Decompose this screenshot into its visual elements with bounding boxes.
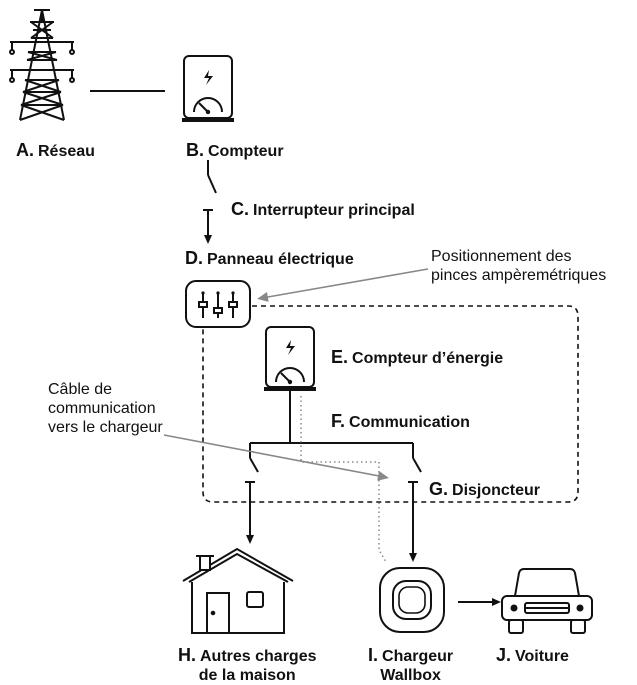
label-interrupteur: C.Interrupteur principal [231, 199, 415, 220]
main-switch-icon [203, 160, 217, 244]
label-communication: F.Communication [331, 411, 470, 432]
label-compteur-energie: E.Compteur d’énergie [331, 347, 504, 368]
house-icon [182, 547, 294, 634]
energy-meter-icon [264, 326, 316, 391]
label-reseau: A.Réseau [16, 140, 95, 161]
label-voiture: J.Voiture [496, 645, 569, 666]
pylon-icon [9, 9, 75, 121]
wallbox-icon [379, 567, 445, 633]
dashed-boundary [202, 305, 579, 503]
meter-icon [182, 55, 234, 122]
label-compteur: B.Compteur [186, 140, 284, 161]
car-icon [501, 568, 593, 634]
label-chargeur-wallbox: I.Chargeur Wallbox [368, 645, 454, 685]
note-clamps: Positionnement des pinces ampèremétrique… [431, 248, 607, 284]
communication-cable [300, 396, 387, 563]
note-cable: Câble de communication vers le chargeur [48, 381, 163, 436]
panel-icon [185, 280, 251, 328]
label-panneau: D.Panneau électrique [185, 248, 354, 269]
cable-pointer [163, 434, 389, 481]
label-autres-charges: H.Autres charges de la maison [178, 645, 317, 685]
bus-wiring [245, 391, 422, 562]
label-disjoncteur: G.Disjoncteur [429, 479, 541, 500]
clamps-pointer [257, 268, 429, 302]
